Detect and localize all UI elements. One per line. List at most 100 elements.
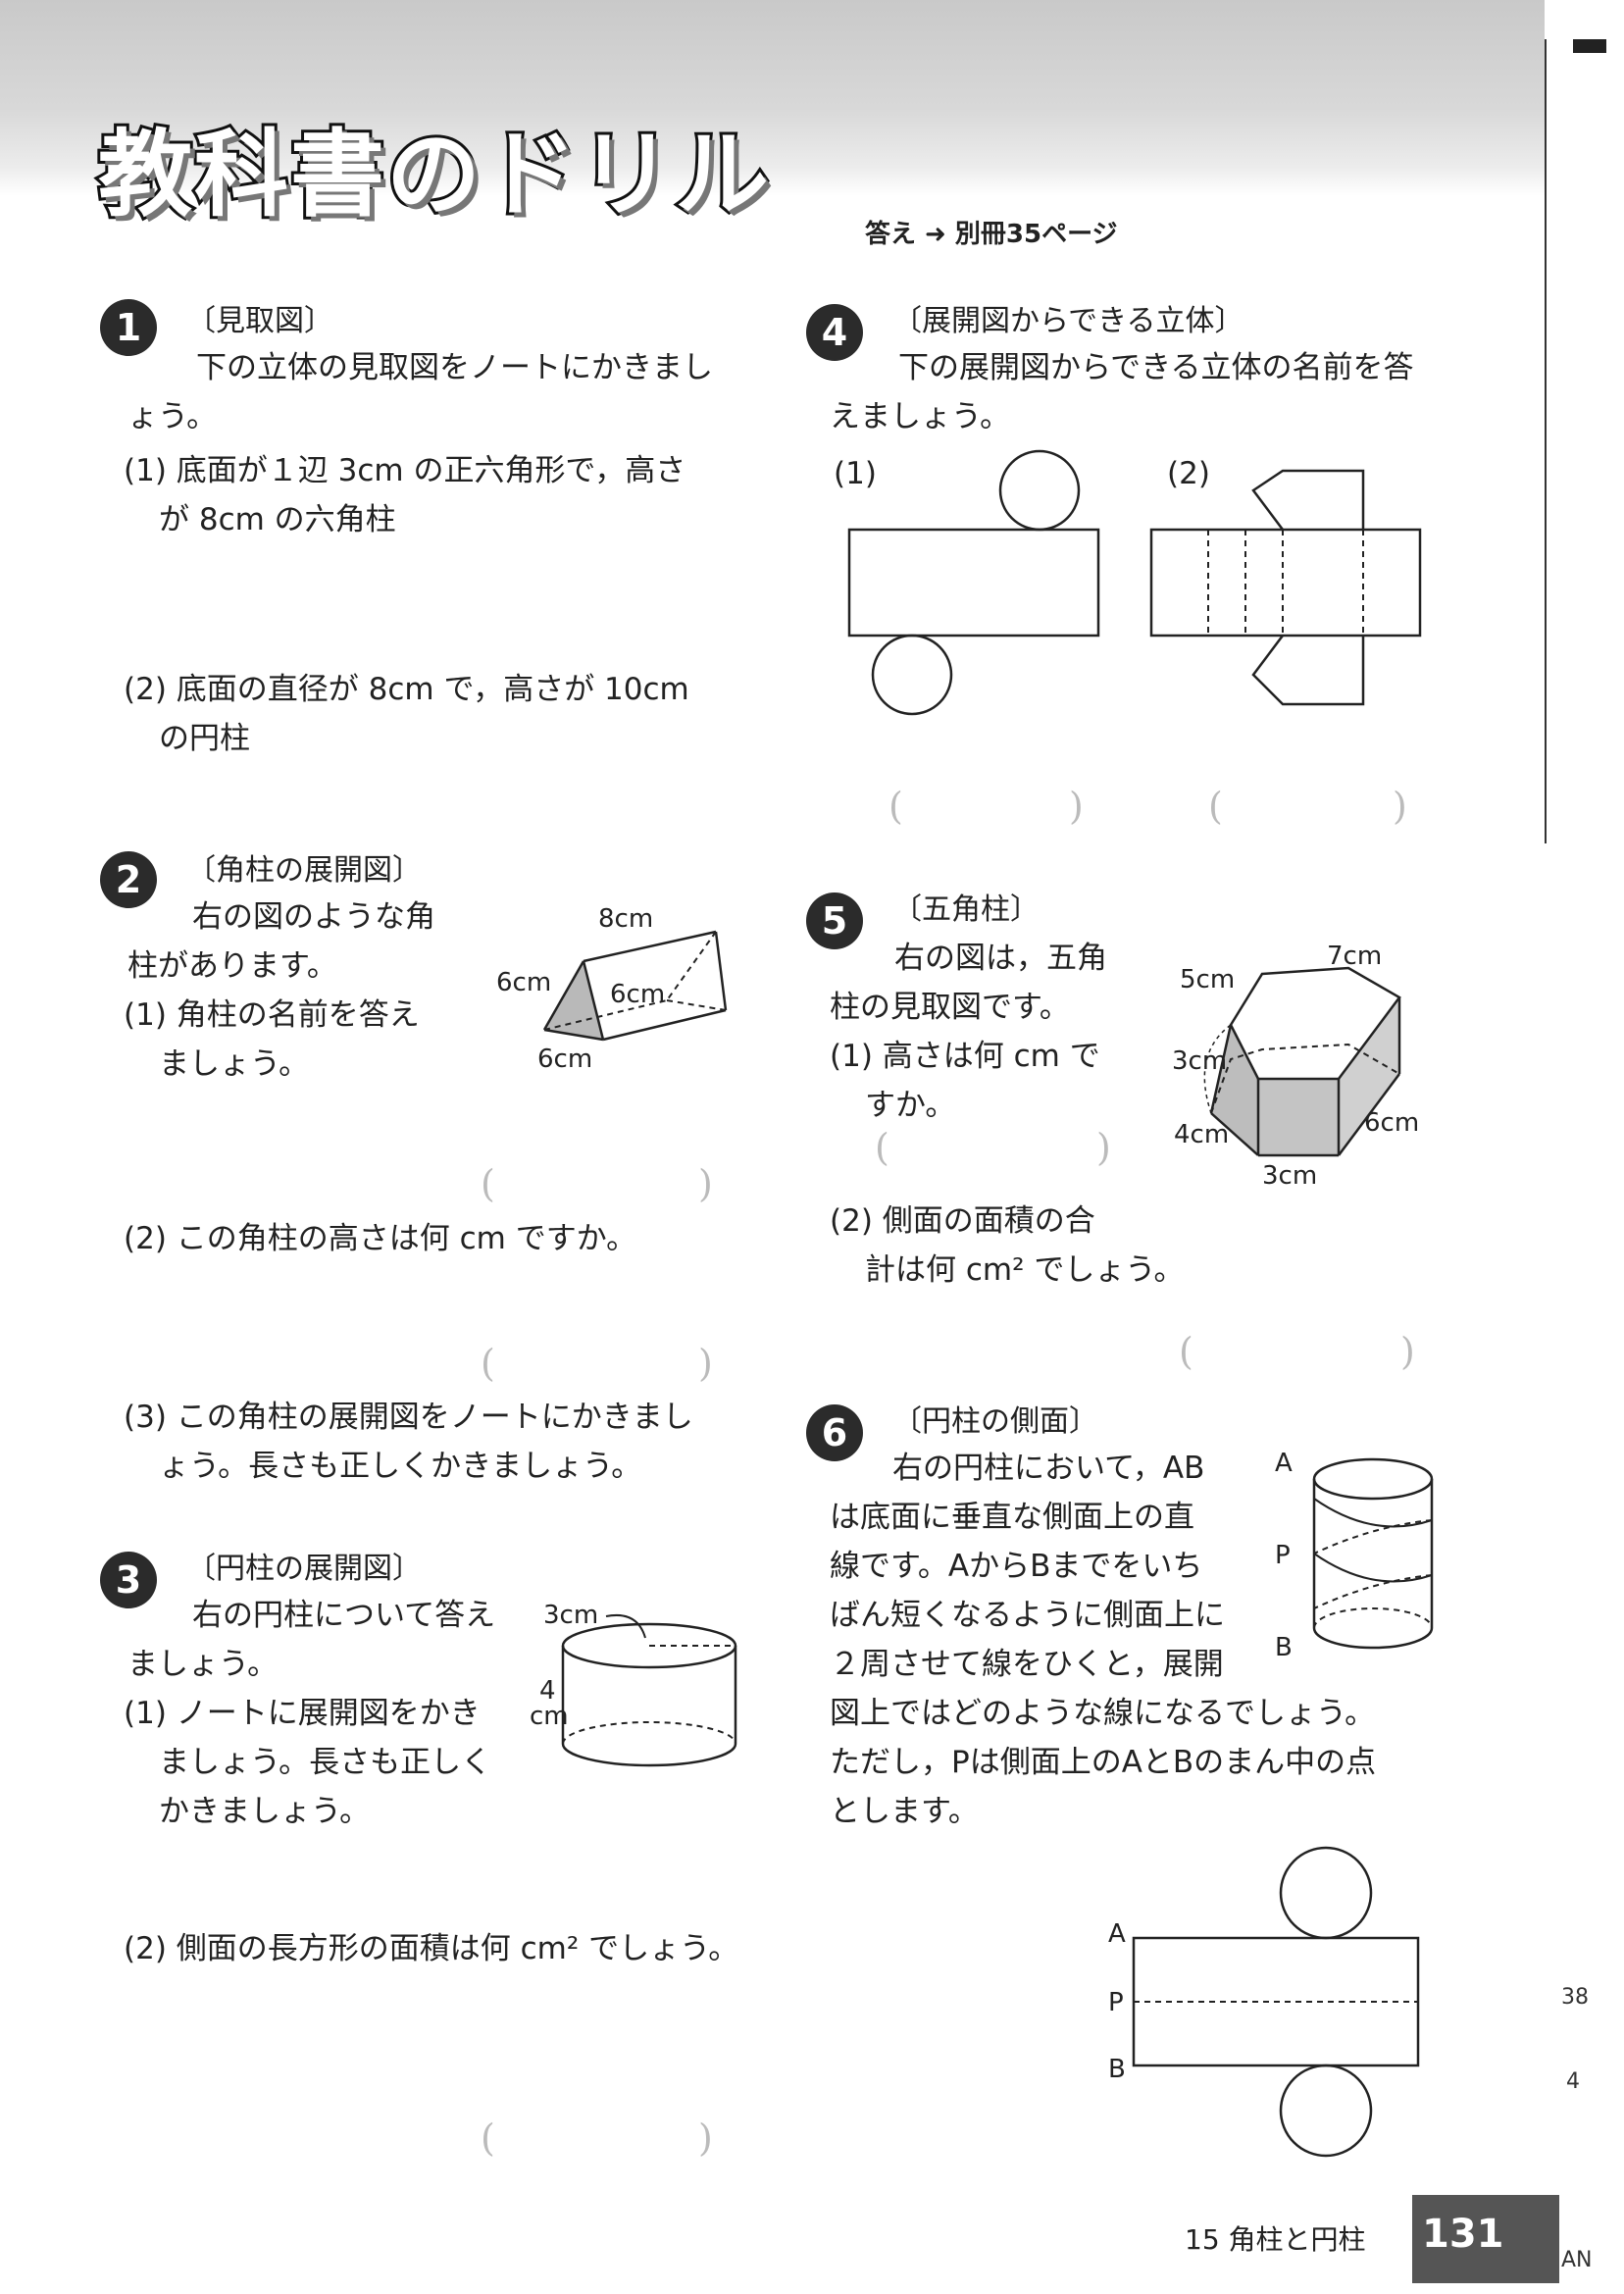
margin-note-top: 38: [1561, 1985, 1589, 2010]
q6-cylinder-net-figure: A P B: [1108, 1846, 1420, 2158]
q6-cylinder-label-a: A: [1275, 1449, 1293, 1478]
q3-intro-line2: ましょう。: [127, 1647, 279, 1682]
cylinder-label-radius: 3cm: [543, 1601, 598, 1630]
q2-part1-line2: ましょう。: [159, 1046, 310, 1082]
q1-part1-line2: が 8cm の六角柱: [159, 502, 396, 537]
q6-cylinder-label-p: P: [1275, 1541, 1291, 1570]
q3-part2-answer-blank-close: ): [698, 2116, 713, 2160]
q3-number-badge: 3: [100, 1552, 157, 1608]
page-number-box: [1412, 2195, 1559, 2283]
q6-cylinder-figure: A P B: [1275, 1449, 1434, 1662]
q6-text-line5: ２周させて線をひくと，展開: [830, 1647, 1224, 1682]
q6-text-line4: ばん短くなるように側面上に: [830, 1598, 1225, 1633]
q1-number-badge: 1: [100, 299, 157, 356]
q1-title: 〔見取図〕: [186, 304, 333, 338]
q4-figure2-answer-blank-open: (: [1208, 785, 1223, 828]
answer-reference: 答え ➜ 別冊35ページ: [865, 220, 1118, 249]
q5-part2-line1: (2) 側面の面積の合: [830, 1203, 1095, 1239]
q3-part2: (2) 側面の長方形の面積は何 cm² でしょう。: [124, 1931, 739, 1966]
margin-note-bottom: AN: [1561, 2248, 1593, 2272]
q4-figure1-answer-blank-close: ): [1069, 785, 1084, 828]
q3-part1-line2: ましょう。長さも正しく: [159, 1745, 492, 1780]
q4-title: 〔展開図からできる立体〕: [892, 304, 1244, 338]
margin-note-middle: 4: [1566, 2069, 1580, 2094]
q2-part2-answer-blank-close: ): [698, 1342, 713, 1385]
q2-part1-answer-blank-open: (: [481, 1162, 495, 1205]
q6-text-line7: ただし，Pは側面上のAとBのまん中の点: [830, 1745, 1377, 1780]
q2-part2-answer-blank-open: (: [481, 1342, 495, 1385]
q1-intro-line1: 下の立体の見取図をノートにかきまし: [196, 350, 713, 385]
q1-part1-line1: (1) 底面が１辺 3cm の正六角形で，高さ: [124, 453, 686, 488]
q5-number-badge: 5: [806, 892, 863, 949]
q5-intro-line1: 右の図は，五角: [894, 941, 1107, 976]
q1-intro-line2: ょう。: [127, 399, 218, 434]
net-label-a: A: [1108, 1919, 1126, 1949]
page-title: 教科書のドリル: [95, 120, 772, 229]
q2-intro-line2: 柱があります。: [127, 948, 337, 984]
q3-title: 〔円柱の展開図〕: [186, 1552, 422, 1586]
q6-title: 〔円柱の側面〕: [892, 1404, 1098, 1439]
q5-part2-line2: 計は何 cm² でしょう。: [865, 1252, 1185, 1288]
page-number: 131: [1422, 2212, 1504, 2257]
q2-part3-line2: ょう。長さも正しくかきましょう。: [159, 1449, 642, 1484]
q4-intro-line1: 下の展開図からできる立体の名前を答: [898, 350, 1414, 385]
q5-part1-line2: すか。: [865, 1088, 956, 1123]
q5-part1-answer-blank-close: ): [1096, 1126, 1111, 1169]
q6-cylinder-label-b: B: [1275, 1633, 1293, 1662]
q4-figure1-answer-blank-open: (: [888, 785, 903, 828]
pentagon-label-side-c: 4cm: [1174, 1120, 1229, 1149]
prism-label-side: 6cm: [496, 968, 551, 997]
q2-title: 〔角柱の展開図〕: [186, 853, 422, 888]
pentagon-label-side-e: 3cm: [1262, 1161, 1317, 1191]
pentagon-label-side-d: 6cm: [1364, 1108, 1419, 1138]
q2-triangular-prism-figure: 8cm 6cm 6cm 6cm: [496, 904, 728, 1074]
q4-number-badge: 4: [806, 304, 863, 361]
header-band: [0, 0, 1545, 196]
q3-cylinder-figure: 3cm 4 cm: [530, 1601, 737, 1767]
net-label-p: P: [1108, 1988, 1124, 2017]
q6-text-line6: 図上ではどのような線になるでしょう。: [830, 1696, 1376, 1731]
q3-part2-answer-blank-open: (: [481, 2116, 495, 2160]
pentagon-label-side-b: 7cm: [1327, 942, 1382, 971]
q5-title: 〔五角柱〕: [892, 892, 1040, 927]
margin-tab: [1573, 39, 1606, 53]
q4-figure1-label: (1): [834, 456, 877, 491]
q5-part2-answer-blank-open: (: [1179, 1330, 1193, 1373]
q5-part1-line1: (1) 高さは何 cm で: [830, 1039, 1100, 1074]
q1-part2-line1: (2) 底面の直径が 8cm で，高さが 10cm: [124, 672, 689, 707]
pentagon-label-height: 3cm: [1172, 1046, 1227, 1076]
prism-label-inner: 6cm: [610, 980, 665, 1009]
q2-part1-answer-blank-close: ): [698, 1162, 713, 1205]
q6-text-line1: 右の円柱において，AB: [892, 1451, 1205, 1486]
q6-text-line2: は底面に垂直な側面上の直: [830, 1500, 1194, 1535]
q2-number-badge: 2: [100, 851, 157, 908]
q4-intro-line2: えましょう。: [830, 399, 1011, 434]
q5-part1-answer-blank-open: (: [875, 1126, 889, 1169]
q2-part3-line1: (3) この角柱の展開図をノートにかきまし: [124, 1400, 693, 1435]
q4-figure2-answer-blank-close: ): [1393, 785, 1407, 828]
margin-rule: [1545, 39, 1547, 843]
q3-part1-line3: かきましょう。: [159, 1794, 371, 1829]
q5-part2-answer-blank-close: ): [1400, 1330, 1415, 1373]
q4-cylinder-net-figure: [847, 449, 1100, 716]
q2-intro-line1: 右の図のような角: [192, 899, 435, 935]
q3-part1-line1: (1) ノートに展開図をかき: [124, 1696, 481, 1731]
q5-intro-line2: 柱の見取図です。: [830, 990, 1070, 1025]
prism-label-length: 8cm: [598, 904, 653, 934]
q6-number-badge: 6: [806, 1404, 863, 1461]
q3-intro-line1: 右の円柱について答え: [192, 1598, 496, 1633]
q2-part1-line1: (1) 角柱の名前を答え: [124, 997, 420, 1033]
q1-part2-line2: の円柱: [159, 721, 250, 756]
net-label-b: B: [1108, 2055, 1126, 2084]
cylinder-label-height-unit: cm: [530, 1702, 569, 1731]
q6-text-line8: とします。: [830, 1794, 979, 1829]
cylinder-label-height-value: 4: [539, 1676, 556, 1706]
q2-part2: (2) この角柱の高さは何 cm ですか。: [124, 1221, 637, 1256]
chapter-label: 15 角柱と円柱: [1185, 2223, 1366, 2256]
q4-prism-net-figure: [1149, 469, 1422, 706]
prism-label-base: 6cm: [537, 1045, 592, 1074]
pentagon-label-side-a: 5cm: [1180, 965, 1235, 994]
q6-text-line3: 線です。AからBまでをいち: [830, 1549, 1203, 1584]
q5-pentagonal-prism-figure: 5cm 7cm 3cm 4cm 6cm 3cm: [1172, 942, 1419, 1191]
q4-figure2-label: (2): [1167, 456, 1210, 491]
